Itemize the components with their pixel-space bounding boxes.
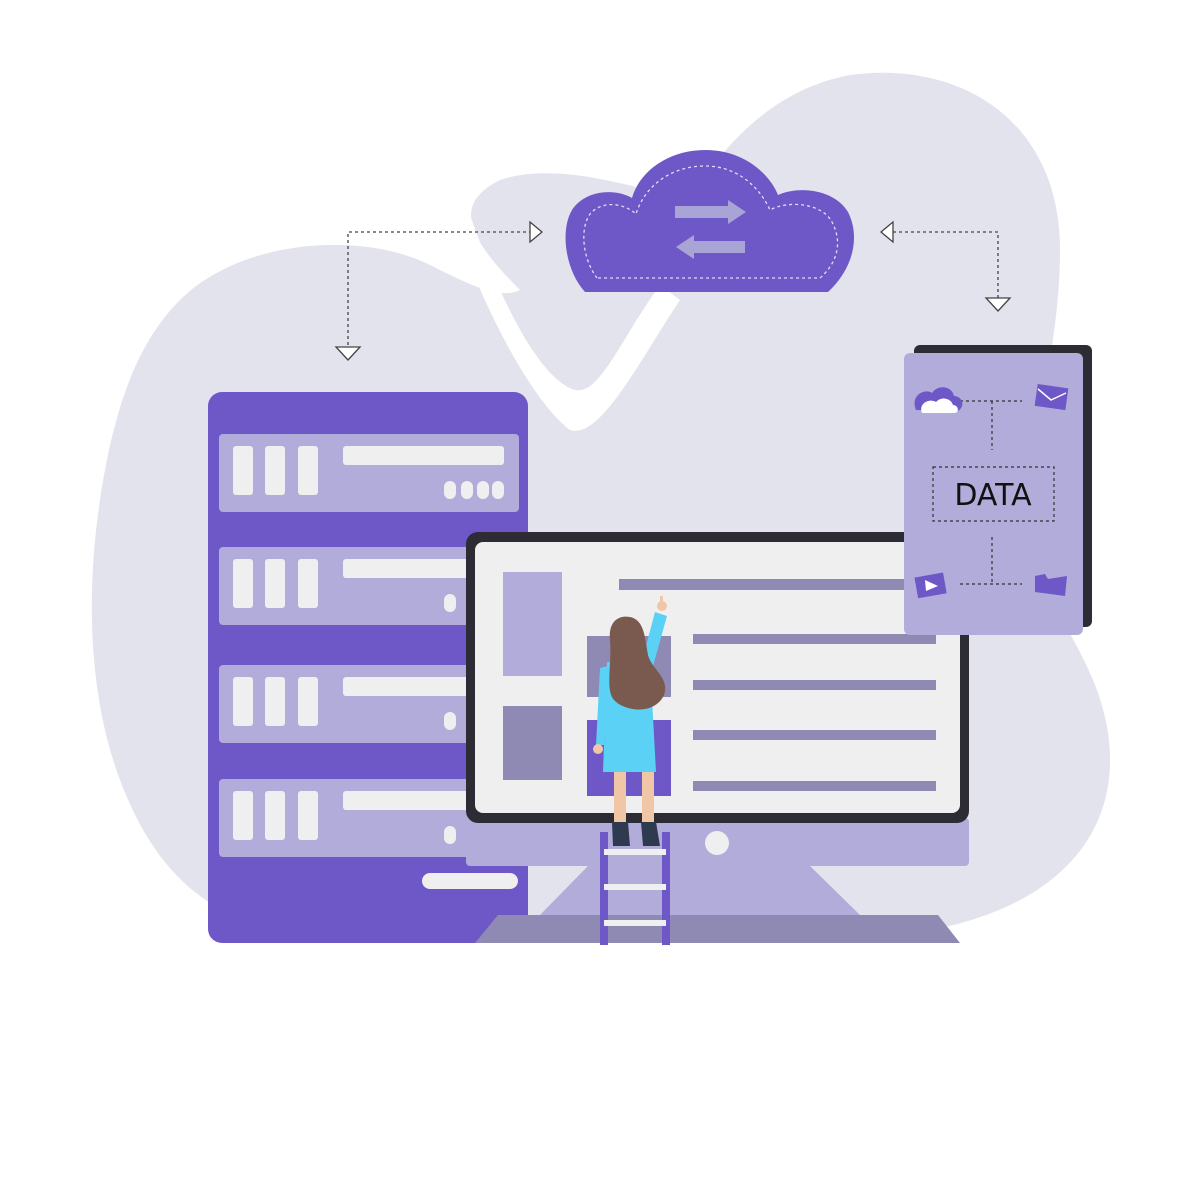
monitor-power-button xyxy=(705,831,729,855)
server-unit xyxy=(219,547,519,625)
server-unit xyxy=(219,665,519,743)
server-unit xyxy=(219,779,519,857)
monitor-icon xyxy=(466,532,969,943)
server-units xyxy=(219,434,519,857)
server-slot xyxy=(422,873,518,889)
video-icon xyxy=(914,572,947,599)
data-panel: DATA xyxy=(904,345,1092,635)
cloud-sync-icon xyxy=(565,150,855,292)
server-rack-icon xyxy=(208,392,528,943)
woman-figure-icon xyxy=(593,596,667,846)
monitor-base xyxy=(475,915,960,943)
connector-lines xyxy=(347,231,999,345)
background-swoosh xyxy=(455,215,680,431)
small-cloud-icon xyxy=(914,387,963,413)
data-label-box xyxy=(932,466,1055,522)
ladder-icon xyxy=(600,832,670,945)
transfer-arrows-icon xyxy=(675,200,746,259)
server-unit xyxy=(219,434,519,512)
data-label: DATA xyxy=(954,478,1032,513)
connector-arrowheads xyxy=(334,220,1012,361)
mail-icon xyxy=(1034,384,1069,411)
monitor-stand xyxy=(540,866,860,915)
folder-icon xyxy=(1035,574,1067,596)
data-panel-connectors xyxy=(960,400,1022,585)
